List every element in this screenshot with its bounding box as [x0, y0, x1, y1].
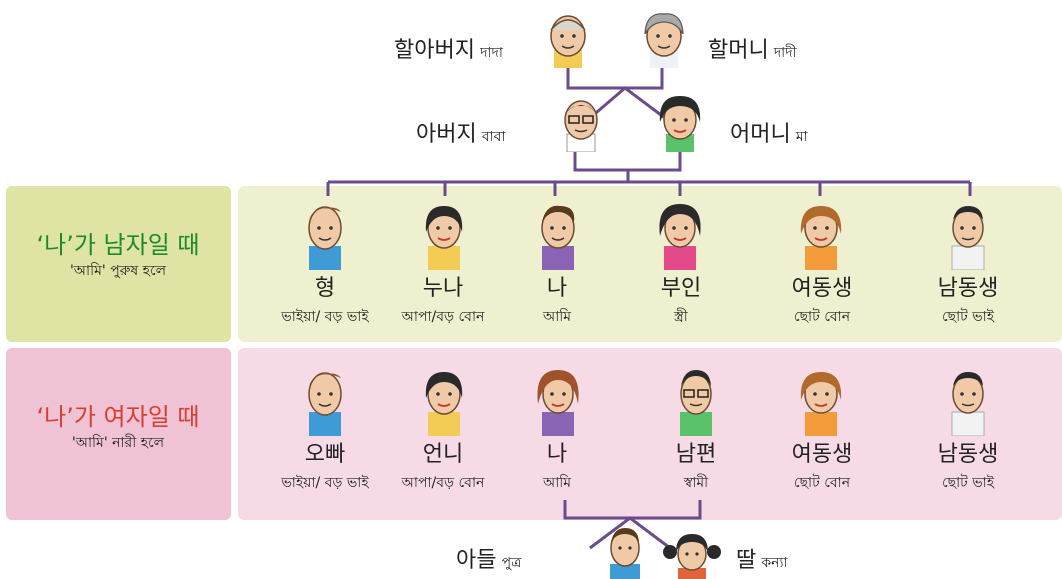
grandfather-face-icon	[550, 15, 586, 68]
member-bn: ভাইয়া/ বড় ভাই	[281, 309, 369, 325]
father-face-icon	[564, 100, 598, 152]
children-link	[589, 516, 671, 550]
grandfather-bn: দাদা	[480, 45, 503, 61]
grandmother-face-icon	[644, 13, 684, 68]
sibling-drops	[326, 182, 972, 196]
member-ko: 오빠	[304, 442, 346, 467]
female-row-panel	[238, 348, 1062, 520]
mother-label: 어머니 মা	[730, 116, 808, 149]
daughter-ko: 딸	[736, 548, 757, 573]
male-member-1: 누나 আপা/বড় বোন	[378, 276, 508, 328]
member-ko: 나	[546, 276, 568, 301]
member-bn: স্ত্রী	[674, 309, 688, 325]
daughter-bn: কন্যা	[761, 555, 788, 571]
son-ko: 아들	[456, 548, 497, 573]
son-label: 아들 পুত্র	[456, 542, 521, 575]
older-brother-face-icon	[308, 206, 342, 270]
female-title-bn: 'আমি' নারী হলে	[71, 435, 165, 451]
female-member-2: 나 আমি	[492, 442, 622, 494]
female-row-title: ‘나’가 여자일 때 'আমি' নারী হলে	[8, 402, 228, 454]
grandmother-bn: দাদী	[773, 45, 797, 61]
member-bn: ছোট ভাই	[941, 475, 995, 491]
member-ko: 누나	[422, 276, 464, 301]
member-ko: 형	[314, 276, 336, 301]
female-member-5: 남동생 ছোট ভাই	[903, 442, 1033, 494]
male-row-panel	[238, 186, 1062, 342]
grandfather-label: 할아버지 দাদা	[394, 32, 503, 65]
member-bn: আপা/বড় বোন	[401, 309, 485, 325]
member-bn: স্বামী	[683, 475, 709, 491]
member-ko: 남편	[675, 442, 717, 467]
member-bn: আমি	[542, 309, 572, 325]
younger-brother-f-face-icon	[951, 372, 985, 436]
younger-sister-f-face-icon	[800, 372, 842, 436]
grandfather-ko: 할아버지	[394, 38, 475, 63]
member-ko: 여동생	[791, 442, 853, 467]
member-bn: আপা/বড় বোন	[401, 475, 485, 491]
father-label: 아버지 বাবা	[416, 116, 506, 149]
member-bn: ছোট বোন	[793, 309, 851, 325]
member-bn: ভাইয়া/ বড় ভাই	[281, 475, 369, 491]
grandmother-ko: 할머니	[708, 38, 769, 63]
me-female-face-icon	[537, 370, 579, 436]
children-connector	[563, 500, 702, 520]
mother-bn: মা	[795, 129, 808, 145]
male-member-0: 형 ভাইয়া/ বড় ভাই	[260, 276, 390, 328]
younger-brother-face-icon	[951, 206, 985, 270]
female-member-0: 오빠 ভাইয়া/ বড় ভাই	[260, 442, 390, 494]
female-member-3: 남편 স্বামী	[631, 442, 761, 494]
me-male-face-icon	[541, 205, 575, 270]
father-bn: বাবা	[481, 129, 506, 145]
father-ko: 아버지	[416, 122, 477, 147]
son-bn: পুত্র	[501, 555, 522, 571]
parents-connector	[573, 150, 682, 172]
member-ko: 남동생	[937, 276, 999, 301]
female-title-panel	[6, 348, 231, 520]
male-member-3: 부인 স্ত্রী	[616, 276, 746, 328]
member-bn: আমি	[542, 475, 572, 491]
wife-face-icon	[659, 204, 701, 270]
female-member-1: 언니 আপা/বড় বোন	[378, 442, 508, 494]
male-member-4: 여동생 ছোট বোন	[757, 276, 887, 328]
daughter-label: 딸 কন্যা	[736, 542, 788, 575]
younger-sister-face-icon	[800, 206, 842, 270]
grandparents-link	[589, 86, 666, 120]
member-ko: 여동생	[791, 276, 853, 301]
member-ko: 나	[546, 442, 568, 467]
male-row-title: ‘나’가 남자일 때 'আমি' পুরুষ হলে	[8, 230, 228, 282]
member-bn: ছোট ভাই	[941, 309, 995, 325]
male-member-2: 나 আমি	[492, 276, 622, 328]
mother-ko: 어머니	[730, 122, 791, 147]
mother-face-icon	[659, 96, 701, 152]
male-title-panel	[6, 186, 231, 342]
older-sister-face-icon	[425, 206, 463, 270]
member-ko: 언니	[422, 442, 464, 467]
grandparents-connector	[566, 68, 664, 90]
male-member-5: 남동생 ছোট ভাই	[903, 276, 1033, 328]
older-sister-f-face-icon	[425, 372, 463, 436]
member-ko: 부인	[660, 276, 702, 301]
member-bn: ছোট বোন	[793, 475, 851, 491]
husband-face-icon	[680, 370, 712, 436]
daughter-face-icon	[663, 534, 721, 579]
member-ko: 남동생	[937, 442, 999, 467]
female-member-4: 여동생 ছোট বোন	[757, 442, 887, 494]
male-title-bn: 'আমি' পুরুষ হলে	[69, 263, 167, 279]
older-brother-f-face-icon	[308, 372, 342, 436]
grandmother-label: 할머니 দাদী	[708, 32, 797, 65]
male-title-ko: ‘나’가 남자일 때	[36, 231, 200, 259]
son-face-icon	[610, 528, 640, 579]
female-title-ko: ‘나’가 여자일 때	[36, 403, 200, 431]
